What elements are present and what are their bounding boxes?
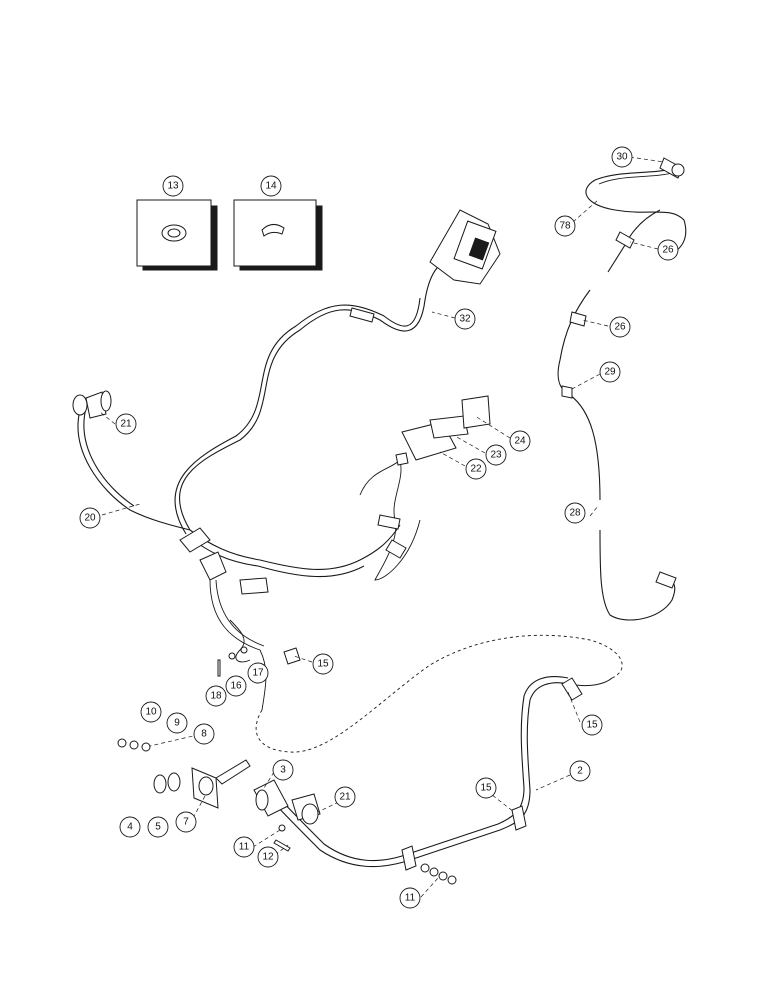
callout-26-lower: 26 [609,316,631,338]
callout-20-label: 20 [84,513,96,524]
callout-9-label: 9 [174,718,180,729]
callout-9: 9 [166,712,188,734]
callout-4: 4 [119,816,141,838]
callout-30: 30 [611,146,633,168]
callout-29: 29 [599,361,621,383]
callout-20: 20 [79,507,101,529]
callout-4-label: 4 [127,822,133,833]
callout-24: 24 [509,430,531,452]
callout-17-label: 17 [252,668,264,679]
callout-11-b: 11 [399,887,421,909]
callout-15-c: 15 [475,777,497,799]
callout-14: 14 [260,175,282,197]
callout-2: 2 [569,760,591,782]
callout-8-label: 8 [201,729,207,740]
callout-11-a-label: 11 [239,842,250,853]
callout-7-label: 7 [183,817,189,828]
callout-22: 22 [465,458,487,480]
callout-23-label: 23 [490,450,502,461]
callout-78: 78 [554,215,576,237]
callout-7: 7 [175,811,197,833]
callout-21-upper: 21 [115,413,137,435]
callout-5-label: 5 [155,822,161,833]
callout-3-label: 3 [280,765,286,776]
callout-12: 12 [257,846,279,868]
callout-21-lower-label: 21 [339,792,351,803]
callout-10: 10 [140,701,162,723]
callout-3: 3 [272,759,294,781]
tube-assembly [557,157,687,621]
callout-23: 23 [485,444,507,466]
callout-16-label: 16 [230,681,242,692]
main-harness [72,209,623,885]
callout-13: 13 [162,175,184,197]
callout-29-label: 29 [604,367,616,378]
callout-14-label: 14 [265,181,277,192]
callout-11-b-label: 11 [405,893,416,904]
callout-28-label: 28 [569,508,581,519]
callout-13-label: 13 [167,181,179,192]
callout-15-c-label: 15 [480,783,492,794]
inset-part-14 [233,199,323,271]
callout-30-label: 30 [616,152,628,163]
callout-10-label: 10 [145,707,157,718]
callout-8: 8 [193,723,215,745]
callouts: 13 14 30 78 26 26 29 32 21 24 23 22 28 2… [79,146,679,909]
callout-22-label: 22 [470,464,482,475]
inset-part-13 [136,199,218,271]
callout-15-a-label: 15 [317,659,329,670]
callout-21-lower: 21 [334,786,356,808]
callout-17: 17 [247,662,269,684]
callout-5: 5 [147,816,169,838]
callout-24-label: 24 [514,436,526,447]
callout-28: 28 [564,502,586,524]
callout-26-upper: 26 [657,239,679,261]
leader-lines [99,156,665,898]
callout-15-b-label: 15 [586,720,598,731]
callout-18-label: 18 [210,691,222,702]
callout-16: 16 [225,675,247,697]
callout-15-a: 15 [312,653,334,675]
callout-11-a: 11 [233,836,255,858]
callout-2-label: 2 [577,766,583,777]
callout-26-upper-label: 26 [662,245,674,256]
callout-18: 18 [205,685,227,707]
callout-12-label: 12 [262,852,274,863]
callout-32-label: 32 [459,314,471,325]
callout-15-b: 15 [581,714,603,736]
callout-26-lower-label: 26 [614,322,626,333]
callout-32: 32 [454,308,476,330]
callout-78-label: 78 [559,221,571,232]
callout-21-upper-label: 21 [120,419,132,430]
